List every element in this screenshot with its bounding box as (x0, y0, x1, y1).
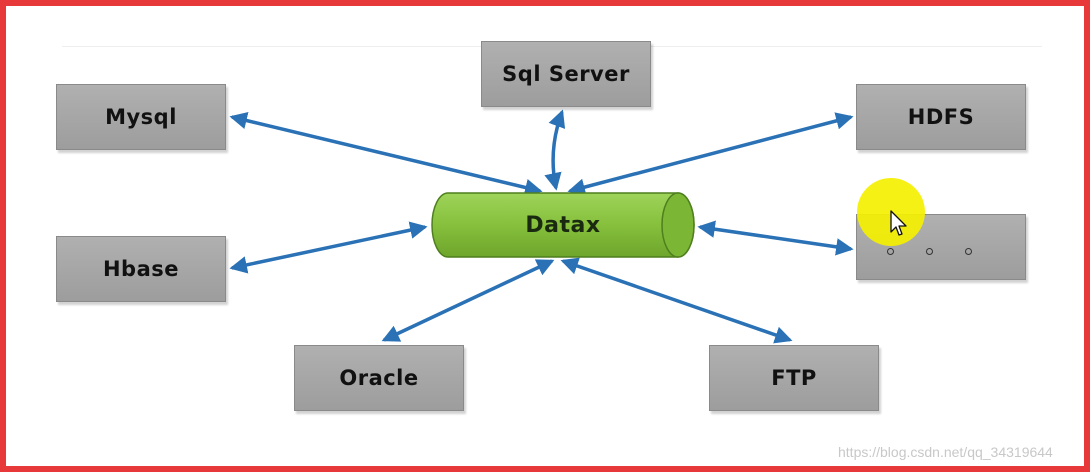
node-ftp-label: FTP (771, 366, 817, 390)
ellipsis-dot (926, 248, 933, 255)
node-oracle: Oracle (294, 345, 464, 411)
arrow-oracle-datax (381, 259, 555, 342)
node-sqlserver: Sql Server (481, 41, 651, 107)
node-hbase: Hbase (56, 236, 226, 302)
node-mysql: Mysql (56, 84, 226, 150)
cursor-highlight (857, 178, 925, 246)
ellipsis-dot (887, 248, 894, 255)
ellipsis-dot (965, 248, 972, 255)
watermark-url: https://blog.csdn.net/qq_34319644 (838, 444, 1053, 460)
node-sqlserver-label: Sql Server (502, 62, 630, 86)
node-ftp: FTP (709, 345, 879, 411)
node-hdfs-label: HDFS (907, 105, 975, 129)
datax-hub-label: Datax (525, 212, 601, 238)
node-oracle-label: Oracle (339, 366, 419, 390)
datax-cylinder (431, 192, 695, 258)
node-mysql-label: Mysql (105, 105, 177, 129)
node-hdfs: HDFS (856, 84, 1026, 150)
arrow-ftp-datax (560, 257, 793, 344)
ellipsis-dots (884, 248, 984, 258)
arrow-mysql-datax (229, 111, 543, 197)
arrow-hbase-datax (229, 221, 428, 274)
arrow-sqlserver-datax (544, 109, 566, 191)
arrow-hdfs-datax (567, 112, 854, 196)
node-hbase-label: Hbase (102, 257, 180, 281)
arrow-more-datax (697, 220, 854, 256)
